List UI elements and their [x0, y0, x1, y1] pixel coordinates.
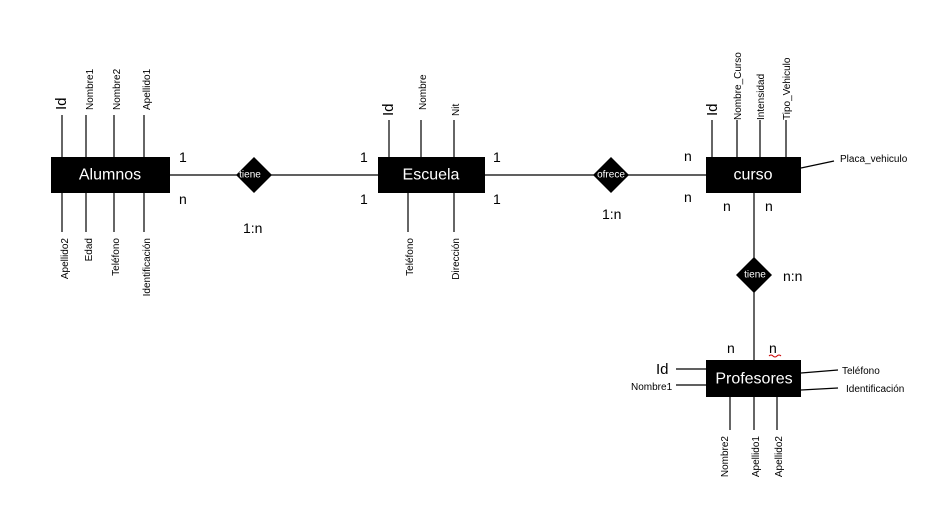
alumnos-attr-apellido1: Apellido1: [142, 68, 153, 110]
entity-profesores: Profesores: [706, 360, 801, 397]
curso-attr-nombre-curso: Nombre_Curso: [733, 52, 744, 120]
cardinality-escuela-left-top: 1: [360, 149, 368, 165]
alumnos-attr-identificacion: Identificación: [142, 238, 153, 296]
cardinality-escuela-right-top: 1: [493, 149, 501, 165]
curso-attr-intensidad: Intensidad: [756, 74, 767, 120]
profesores-attr-nombre1: Nombre1: [631, 382, 673, 393]
cardinality-alumnos-bottom: n: [179, 191, 187, 207]
cardinality-alumnos-top: 1: [179, 149, 187, 165]
ratio-escuela-curso: 1:n: [602, 206, 621, 222]
escuela-attr-telefono: Teléfono: [405, 238, 416, 276]
escuela-attribute-lines: [388, 120, 455, 232]
relationship-curso-profesores-label: tiene: [744, 270, 766, 281]
alumnos-attr-nombre2: Nombre2: [112, 68, 123, 110]
escuela-attr-nit: Nit: [451, 104, 462, 116]
spellcheck-squiggle: [768, 354, 782, 358]
entity-profesores-label: Profesores: [715, 371, 792, 388]
cardinality-curso-left-bottom: n: [684, 189, 692, 205]
ratio-curso-profesores: n:n: [783, 268, 802, 284]
entity-alumnos: Alumnos: [51, 157, 170, 193]
alumnos-attribute-lines: [61, 115, 145, 232]
profesores-attr-apellido2: Apellido2: [774, 436, 785, 478]
profesores-attr-apellido1: Apellido1: [751, 436, 762, 478]
cardinality-escuela-right-bottom: 1: [493, 191, 501, 207]
cardinality-curso-below-right: n: [765, 198, 773, 214]
escuela-attr-direccion: Dirección: [451, 238, 462, 280]
entity-escuela: Escuela: [378, 157, 485, 193]
curso-attr-id: Id: [704, 103, 721, 116]
cardinality-profesores-above-left: n: [727, 340, 735, 356]
relationship-alumnos-escuela: tiene: [236, 157, 272, 193]
relationship-escuela-curso-label: ofrece: [597, 170, 625, 181]
entity-alumnos-label: Alumnos: [79, 167, 141, 184]
cardinality-curso-left-top: n: [684, 148, 692, 164]
relationship-alumnos-escuela-label: tiene: [239, 170, 261, 181]
curso-attribute-lines: [711, 120, 835, 169]
curso-attr-placa-vehiculo: Placa_vehiculo: [840, 154, 908, 165]
alumnos-attr-telefono: Teléfono: [111, 238, 122, 276]
cardinality-profesores-above-right: n: [769, 340, 777, 356]
curso-attr-tipo-vehiculo: Tipo_Vehiculo: [782, 57, 793, 120]
profesores-attr-id: Id: [656, 361, 669, 378]
alumnos-attr-apellido2: Apellido2: [60, 238, 71, 280]
escuela-attr-id: Id: [380, 103, 397, 116]
alumnos-attr-edad: Edad: [84, 238, 95, 261]
profesores-attr-nombre2: Nombre2: [720, 436, 731, 478]
entity-curso-label: curso: [733, 167, 772, 184]
relationship-curso-profesores: tiene: [736, 257, 772, 293]
alumnos-attr-id: Id: [53, 97, 70, 110]
relationship-escuela-curso: ofrece: [593, 157, 629, 193]
alumnos-attr-nombre1: Nombre1: [85, 68, 96, 110]
ratio-alumnos-escuela: 1:n: [243, 220, 262, 236]
profesores-attr-identificacion: Identificación: [846, 384, 904, 395]
profesores-attribute-lines: [676, 368, 839, 430]
cardinality-escuela-left-bottom: 1: [360, 191, 368, 207]
cardinality-curso-below-left: n: [723, 198, 731, 214]
entity-escuela-label: Escuela: [403, 167, 460, 184]
profesores-attr-telefono: Teléfono: [842, 366, 880, 377]
escuela-attr-nombre: Nombre: [418, 74, 429, 110]
entity-curso: curso: [706, 157, 801, 193]
